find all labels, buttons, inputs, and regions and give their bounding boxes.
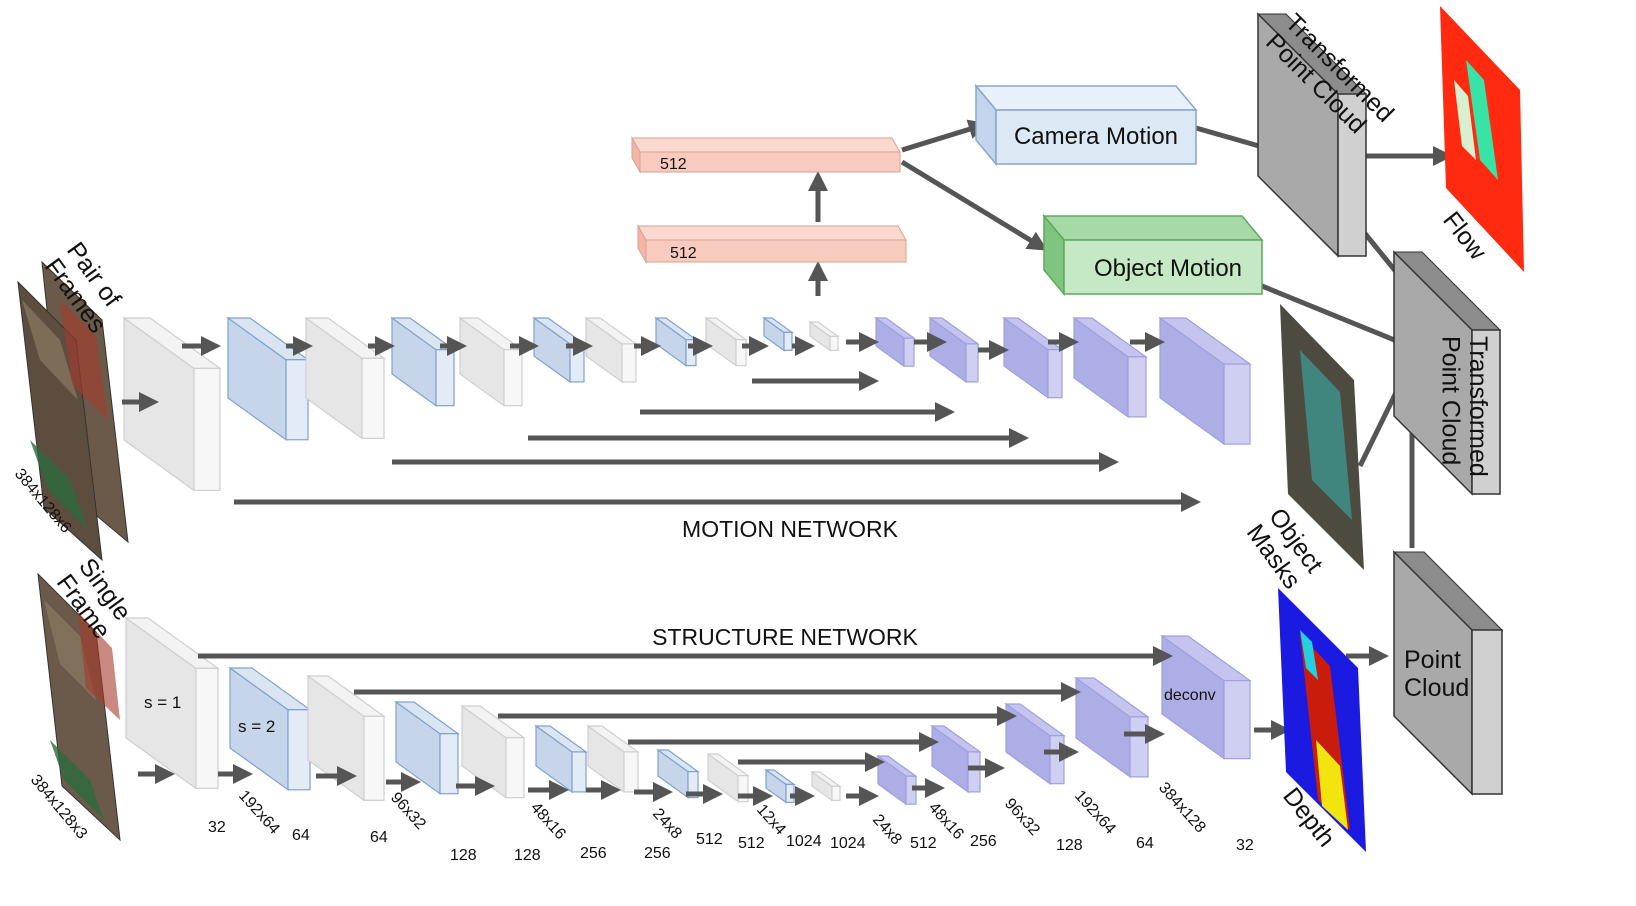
point-cloud: Point Cloud bbox=[1392, 550, 1504, 796]
structure-channel-label: 32 bbox=[208, 819, 226, 836]
structure-layer-6 bbox=[586, 724, 640, 794]
structure-channel-label: 64 bbox=[292, 827, 310, 844]
structure-channel-label: 128 bbox=[450, 847, 477, 864]
arrow-object-to-tpc bbox=[1261, 283, 1423, 354]
structure-channel-label: 256 bbox=[580, 845, 607, 862]
structure-layer-2 bbox=[306, 674, 386, 802]
structure-dim-label: 12x4 bbox=[753, 801, 789, 838]
object-motion-box: Object Motion bbox=[1042, 213, 1264, 297]
fc-layer-top: 512 bbox=[631, 136, 901, 174]
structure-channel-label: 512 bbox=[696, 831, 723, 848]
camera-motion-box: Camera Motion bbox=[974, 83, 1198, 167]
structure-channel-label: 1024 bbox=[830, 835, 866, 852]
structure-layer-3 bbox=[394, 700, 460, 795]
motion-layer-10 bbox=[808, 320, 840, 352]
object-masks-image bbox=[1280, 304, 1364, 570]
camera-motion-label: Camera Motion bbox=[1014, 123, 1178, 150]
structure-dim-label: 96x32 bbox=[1001, 795, 1043, 839]
motion-layer-3 bbox=[390, 316, 456, 407]
structure-network-layers bbox=[124, 616, 1252, 806]
motion-layer-15 bbox=[1158, 316, 1252, 446]
motion-layer-0 bbox=[122, 316, 222, 492]
structure-layer-5 bbox=[534, 724, 588, 794]
object-motion-label: Object Motion bbox=[1094, 255, 1242, 282]
transformed-point-cloud-top: TransformedPoint Cloud bbox=[1256, 8, 1399, 258]
structure-layer-4 bbox=[460, 704, 526, 799]
structure-layer-15 bbox=[1160, 634, 1252, 760]
depth-image bbox=[1278, 588, 1366, 852]
text-line: Transformed bbox=[1464, 336, 1492, 477]
motion-layer-6 bbox=[584, 316, 638, 384]
structure-dim-label: 48x16 bbox=[527, 799, 569, 843]
text-line: Point Cloud bbox=[1437, 336, 1465, 465]
structure-dim-label: 384x128 bbox=[1155, 779, 1209, 836]
motion-layer-9 bbox=[762, 316, 794, 352]
structure-network-label: STRUCTURE NETWORK bbox=[652, 624, 918, 650]
motion-layer-13 bbox=[1002, 316, 1064, 399]
arrow-to-object-motion bbox=[900, 159, 1048, 251]
structure-channel-label: 64 bbox=[370, 829, 388, 846]
motion-layer-12 bbox=[928, 316, 980, 384]
fc-layer-bottom-label: 512 bbox=[670, 245, 697, 262]
structure-channel-label: 64 bbox=[1136, 835, 1154, 852]
input-single-frame bbox=[37, 572, 121, 842]
structure-dim-label: 96x32 bbox=[387, 789, 429, 833]
point-cloud-label: Point Cloud bbox=[1404, 646, 1469, 702]
motion-layer-14 bbox=[1072, 316, 1148, 419]
point-cloud-label-line1: Point bbox=[1404, 646, 1461, 674]
structure-layer-0 bbox=[124, 616, 220, 790]
motion-layer-1 bbox=[226, 316, 310, 441]
structure-channel-label: 32 bbox=[1236, 837, 1254, 854]
motion-network-label: MOTION NETWORK bbox=[682, 516, 899, 542]
structure-layer-13 bbox=[1004, 702, 1066, 785]
flow-image bbox=[1440, 6, 1524, 272]
structure-channel-label: 128 bbox=[514, 847, 541, 864]
structure-channel-label: 256 bbox=[970, 833, 997, 850]
structure-layer-7 bbox=[656, 748, 700, 799]
structure-dim-label: 192x64 bbox=[1071, 787, 1119, 837]
motion-layer-2 bbox=[304, 316, 386, 440]
structure-channel-label: 128 bbox=[1056, 837, 1083, 854]
motion-layer-4 bbox=[458, 316, 524, 407]
transformed-point-cloud-right: TransformedPoint Cloud bbox=[1392, 250, 1502, 496]
structure-layer-1 bbox=[228, 666, 312, 791]
point-cloud-label-line2: Cloud bbox=[1404, 674, 1469, 702]
motion-layer-5 bbox=[532, 316, 586, 384]
structure-channel-label: 512 bbox=[738, 835, 765, 852]
fc-layer-top-label: 512 bbox=[660, 156, 687, 173]
motion-layer-7 bbox=[654, 316, 698, 367]
structure-layer-14 bbox=[1074, 676, 1150, 779]
structure-channel-label: 1024 bbox=[786, 833, 822, 850]
structure-layer-10 bbox=[810, 770, 842, 802]
deconv-label: deconv bbox=[1164, 687, 1216, 704]
fc-layer-bottom: 512 bbox=[637, 224, 907, 264]
structure-dim-label: 192x64 bbox=[235, 787, 283, 837]
motion-network-layers bbox=[122, 316, 1252, 492]
structure-layer-8 bbox=[706, 752, 750, 803]
structure-layer-9 bbox=[764, 768, 796, 804]
input-frame-pair bbox=[17, 260, 129, 562]
structure-channel-label: 512 bbox=[910, 835, 937, 852]
stride-label-1: s = 1 bbox=[144, 693, 181, 712]
structure-dim-label: 24x8 bbox=[869, 811, 905, 848]
motion-layer-8 bbox=[704, 316, 748, 367]
structure-layer-11 bbox=[876, 754, 918, 806]
motion-layer-11 bbox=[874, 316, 916, 368]
arrow-to-camera-motion bbox=[901, 119, 989, 153]
structure-dim-label: 24x8 bbox=[649, 805, 685, 842]
structure-channel-label: 256 bbox=[644, 845, 671, 862]
structure-layer-12 bbox=[930, 724, 982, 794]
stride-label-2: s = 2 bbox=[238, 717, 275, 736]
transformed-point-cloud-right-label: TransformedPoint Cloud bbox=[1437, 336, 1493, 477]
